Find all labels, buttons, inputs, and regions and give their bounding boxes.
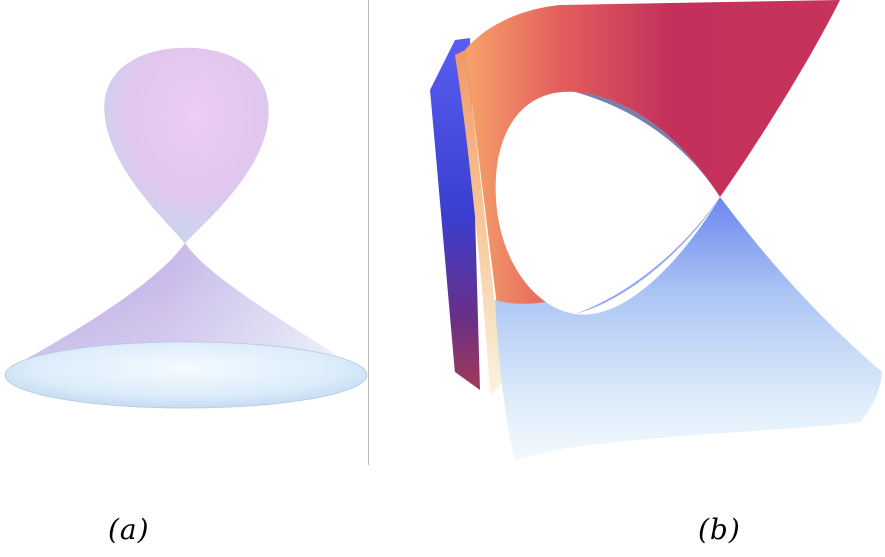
upper-bulb	[104, 47, 269, 244]
left-edge	[455, 50, 505, 395]
panel-divider	[368, 0, 369, 465]
panel-a-surface	[4, 47, 368, 409]
upper-sheet	[465, 0, 840, 330]
base-ellipse	[4, 341, 368, 409]
lower-sheet	[495, 197, 882, 460]
panel-b-label: (b)	[698, 513, 741, 546]
panel-b-surface	[430, 0, 882, 460]
panel-a-label: (a)	[108, 513, 150, 546]
